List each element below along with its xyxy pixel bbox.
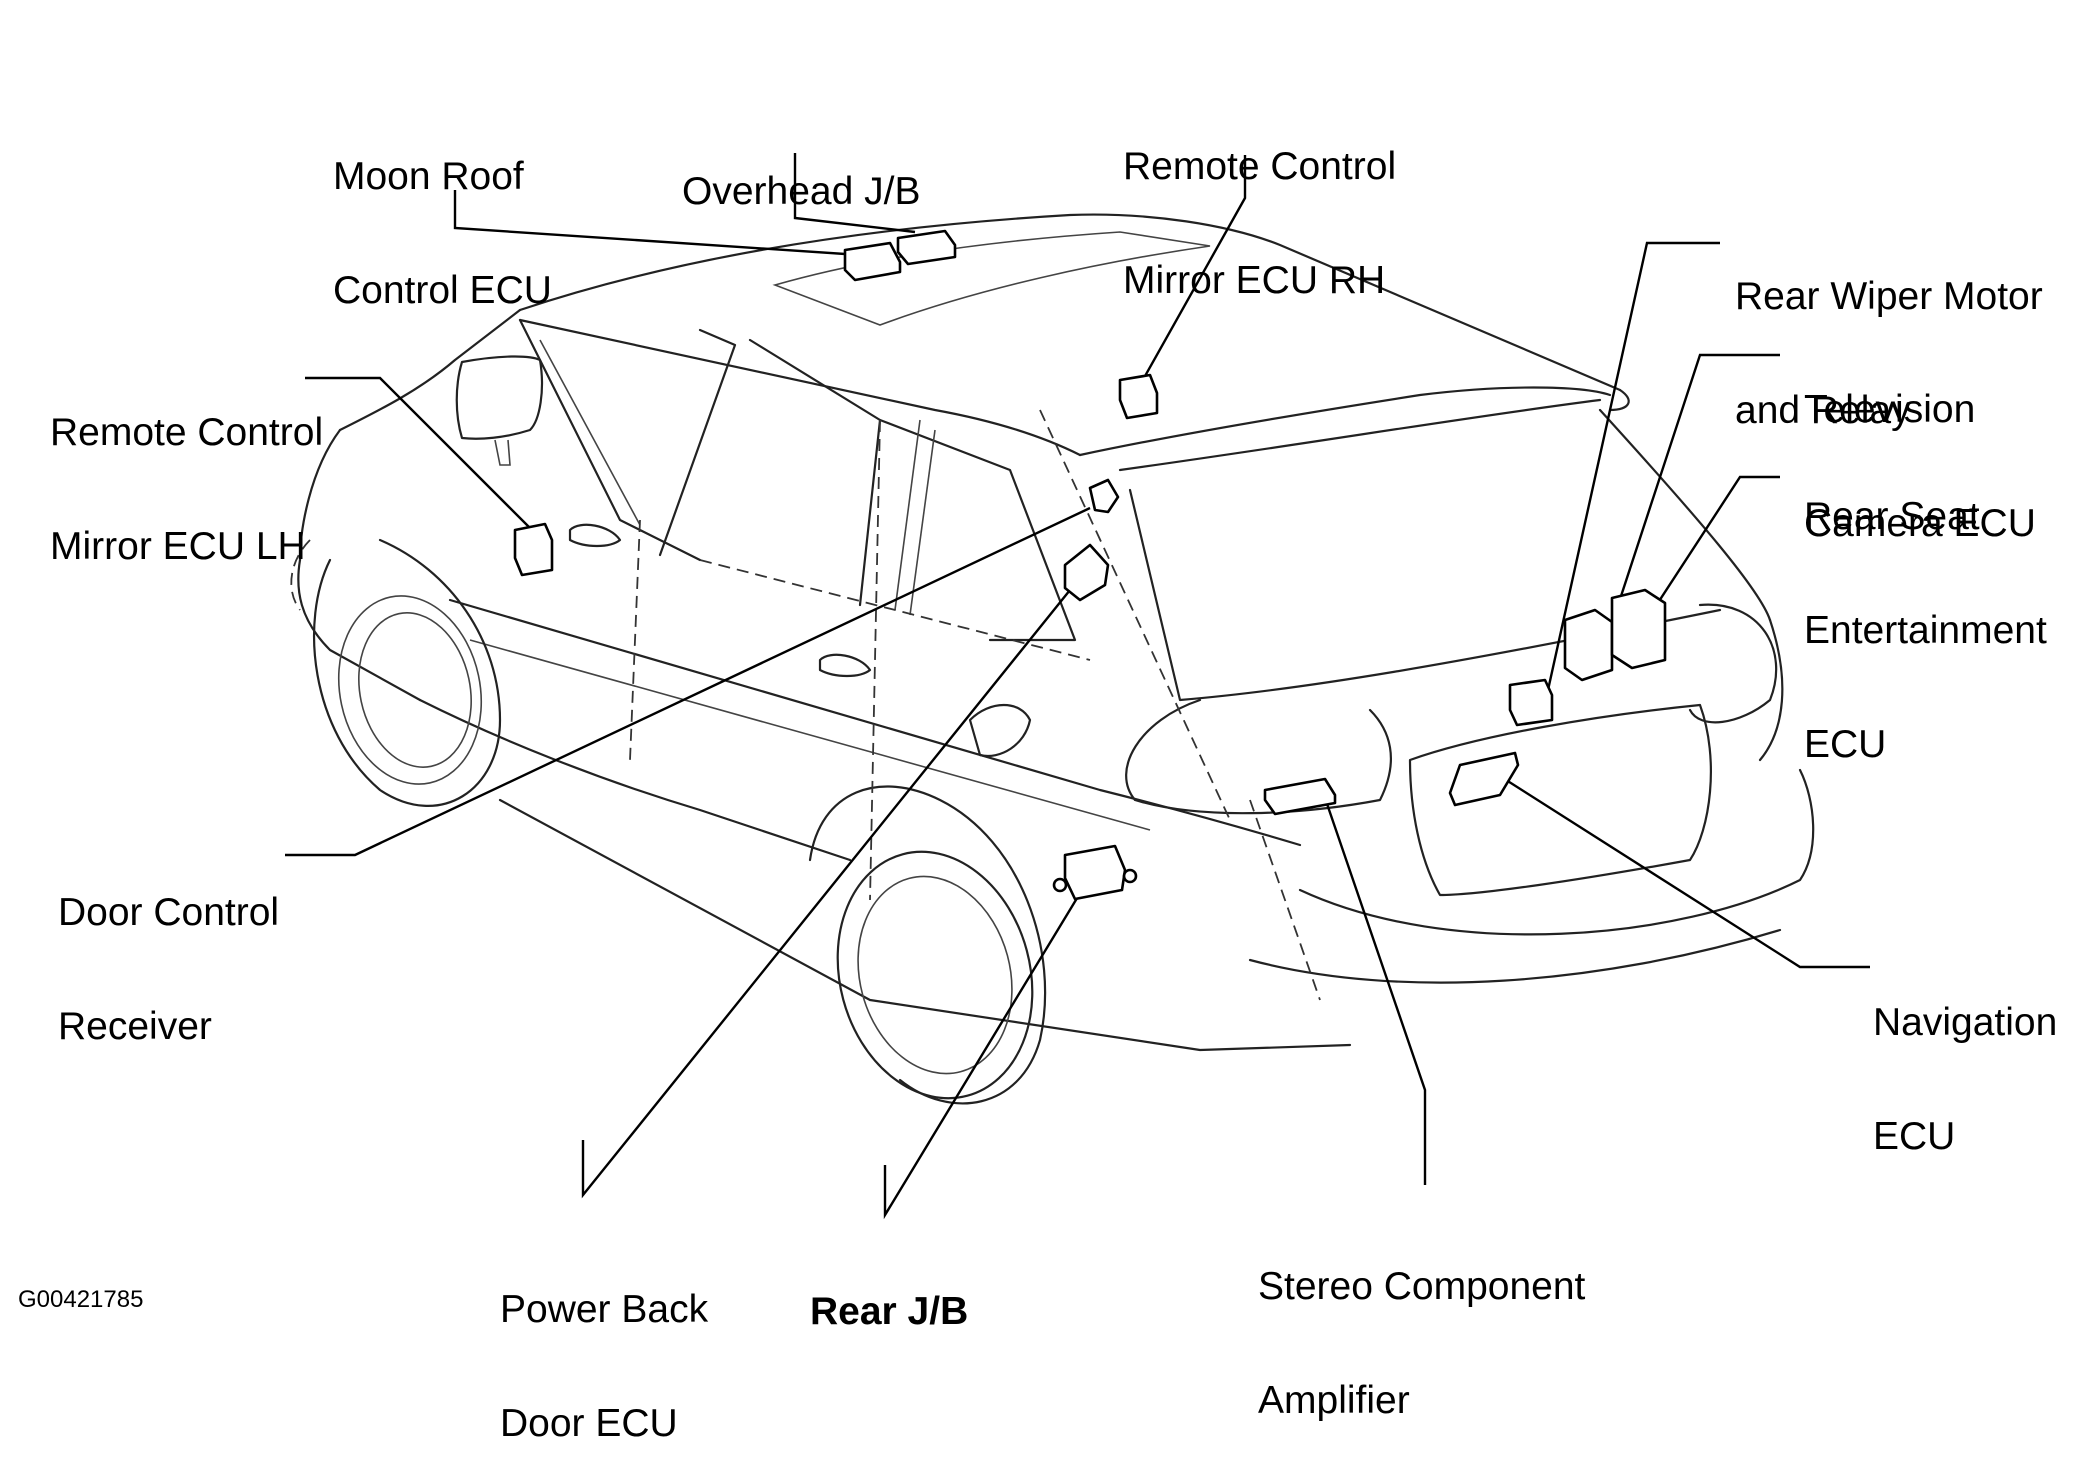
navigation-ecu-box [1448, 751, 1520, 807]
door-control-receiver-box [1088, 478, 1120, 514]
label-line: Rear Wiper Motor [1735, 275, 2043, 318]
rear-wiper-box [1508, 678, 1554, 727]
car-component-locator-diagram [285, 153, 1870, 1220]
components [513, 229, 1667, 901]
label-line: Remote Control [1123, 145, 1397, 188]
leader-lines [285, 153, 1870, 1220]
label-line: Television [1804, 388, 1976, 431]
rear-seat-ecu-box [1610, 588, 1667, 670]
tv-camera-ecu-box [1563, 608, 1614, 682]
mirror-rh-box [1118, 373, 1159, 420]
label-line: Power Back [500, 1288, 709, 1331]
label-moon-roof-ecu: Moon Roof Control ECU [333, 82, 552, 348]
label-door-control-receiver: Door Control Receiver [58, 818, 279, 1084]
label-line: Receiver [58, 1005, 212, 1048]
moon-roof-ecu-box [843, 241, 902, 282]
label-rear-seat-ecu: Rear Seat Entertainment ECU [1804, 422, 2047, 802]
figure-code: G00421785 [18, 1286, 144, 1313]
label-line: Navigation [1873, 1001, 2058, 1044]
power-back-door-ecu-box [1063, 543, 1110, 602]
label-line: Stereo Component [1258, 1265, 1586, 1308]
label-line: Moon Roof [333, 155, 524, 198]
rear-wheel [808, 785, 1047, 1105]
side-mirror [455, 355, 544, 466]
label-line: Control ECU [333, 269, 552, 312]
label-line: Mirror ECU LH [50, 525, 306, 568]
front-wheel [312, 538, 502, 807]
label-line: ECU [1873, 1115, 1956, 1158]
label-overhead-jb: Overhead J/B [682, 97, 920, 249]
label-line: Door Control [58, 891, 280, 934]
label-navigation-ecu: Navigation ECU [1873, 928, 2057, 1194]
label-rear-jb: Rear J/B [810, 1217, 968, 1369]
label-tv-camera-ecu: Television Camera ECU [1804, 315, 2036, 581]
label-rear-wiper: Rear Wiper Motor and Relay [1735, 202, 2043, 468]
label-mirror-ecu-rh: Remote Control Mirror ECU RH [1123, 72, 1396, 338]
label-stereo-amp: Stereo Component Amplifier [1258, 1192, 1585, 1458]
label-power-back-door-ecu: Power Back Door ECU [500, 1215, 708, 1481]
mirror-lh-box [513, 522, 554, 577]
label-line: Entertainment [1804, 609, 2047, 652]
label-line: Mirror ECU RH [1123, 259, 1386, 302]
label-line: ECU [1804, 723, 1887, 766]
vehicle-outline [290, 213, 1815, 1105]
label-line: Rear Seat [1804, 495, 1980, 538]
label-line: Amplifier [1258, 1379, 1410, 1422]
label-line: and Relay [1735, 389, 1911, 432]
label-line: Overhead J/B [682, 170, 921, 213]
label-line: Remote Control [50, 411, 324, 454]
stereo-amp-box [1263, 777, 1337, 816]
overhead-jb-box [896, 229, 957, 266]
rear-jb-box [1063, 844, 1127, 901]
label-line: Door ECU [500, 1402, 678, 1445]
label-line: Camera ECU [1804, 502, 2036, 545]
label-line: Rear J/B [810, 1290, 969, 1333]
label-mirror-ecu-lh: Remote Control Mirror ECU LH [50, 338, 323, 604]
